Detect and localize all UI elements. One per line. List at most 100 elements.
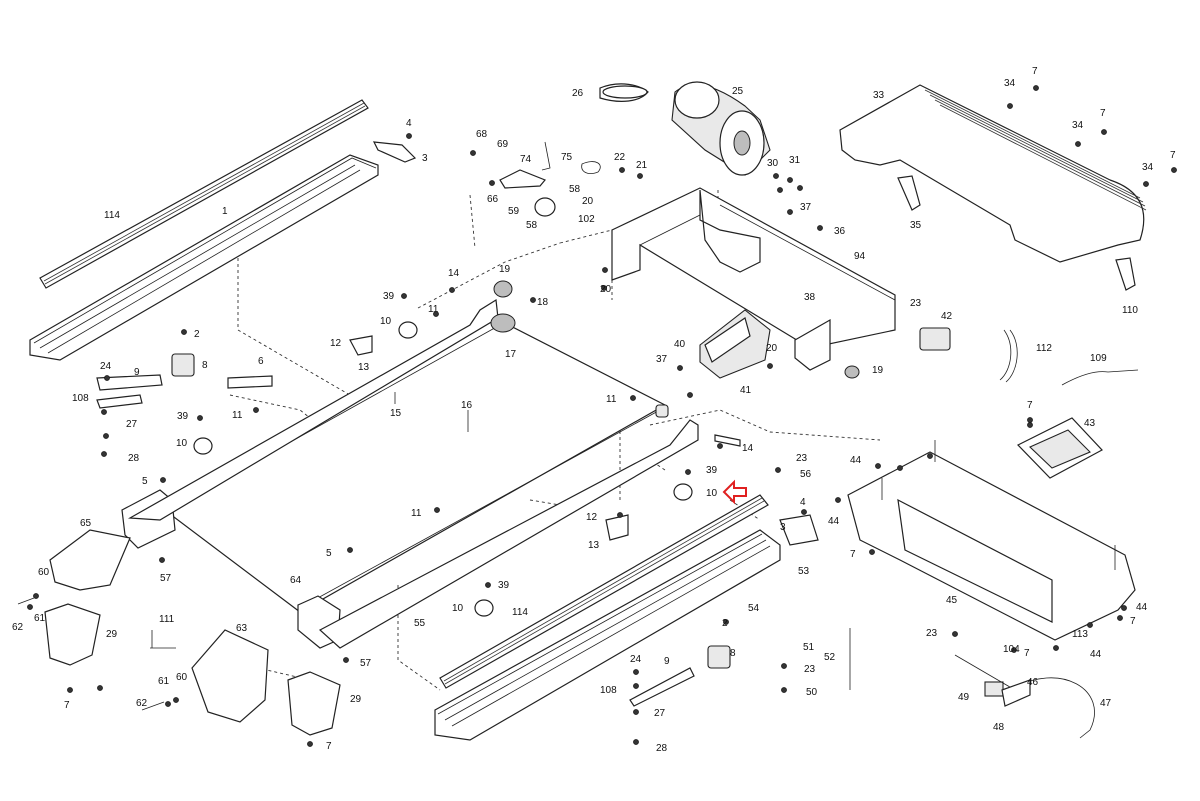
- callout-66: 66: [487, 194, 499, 205]
- screw: [530, 297, 536, 303]
- callout-34: 34: [1142, 162, 1154, 173]
- callout-16: 16: [461, 400, 473, 411]
- screw: [869, 549, 875, 555]
- screw: [1053, 645, 1059, 651]
- callout-7: 7: [1024, 648, 1030, 659]
- screw: [67, 687, 73, 693]
- screw: [619, 167, 625, 173]
- callout-27: 27: [654, 708, 666, 719]
- callout-10: 10: [452, 603, 464, 614]
- callout-11: 11: [606, 394, 617, 405]
- callout-17: 17: [505, 349, 517, 360]
- callout-47: 47: [1100, 698, 1112, 709]
- callout-110: 110: [1122, 305, 1138, 316]
- callout-7: 7: [1100, 108, 1106, 119]
- callout-42: 42: [941, 311, 953, 322]
- callout-19: 19: [872, 365, 884, 376]
- right-side-rail: [434, 529, 781, 741]
- screw: [633, 683, 639, 689]
- screw: [602, 267, 608, 273]
- screw: [817, 225, 823, 231]
- screw: [253, 407, 259, 413]
- callout-109: 109: [1090, 353, 1107, 364]
- callout-44: 44: [1136, 602, 1148, 613]
- screw: [1101, 129, 1107, 135]
- callout-13: 13: [358, 362, 370, 373]
- screw: [434, 507, 440, 513]
- frame: [121, 298, 699, 649]
- callout-12: 12: [330, 338, 342, 349]
- callout-40: 40: [674, 339, 686, 350]
- motor-assembly: [599, 81, 771, 176]
- label-6: [227, 375, 273, 389]
- callout-39: 39: [383, 291, 395, 302]
- screw: [630, 395, 636, 401]
- screw: [101, 409, 107, 415]
- callout-25: 25: [732, 86, 744, 97]
- callout-68: 68: [476, 129, 488, 140]
- screw: [835, 497, 841, 503]
- screw: [781, 663, 787, 669]
- left-side-rail: [29, 154, 379, 361]
- callout-62: 62: [12, 622, 24, 633]
- screw: [97, 685, 103, 691]
- callout-49: 49: [958, 692, 970, 703]
- right-rail-assembly: [434, 494, 819, 741]
- callout-33: 33: [873, 90, 885, 101]
- side-cover-29a: [44, 603, 101, 666]
- callout-39: 39: [177, 411, 189, 422]
- callout-27: 27: [126, 419, 138, 430]
- callout-39: 39: [498, 580, 510, 591]
- screw: [1087, 622, 1093, 628]
- left-rail-assembly: [29, 99, 417, 361]
- screw: [1011, 647, 1017, 653]
- callout-30: 30: [767, 158, 779, 169]
- callout-3: 3: [422, 153, 428, 164]
- screw: [723, 619, 729, 625]
- screw: [1027, 417, 1033, 423]
- callout-44: 44: [828, 516, 840, 527]
- screw: [489, 180, 495, 186]
- callout-7: 7: [1032, 66, 1038, 77]
- front-cover-63: [191, 629, 269, 723]
- screw: [685, 469, 691, 475]
- callout-13: 13: [588, 540, 600, 551]
- cords: [954, 329, 1139, 739]
- callout-18: 18: [537, 297, 549, 308]
- callout-54: 54: [748, 603, 760, 614]
- callout-7: 7: [1027, 400, 1033, 411]
- screw: [773, 173, 779, 179]
- callout-43: 43: [1084, 418, 1096, 429]
- callout-57: 57: [160, 573, 172, 584]
- callout-19: 19: [499, 264, 511, 275]
- callout-44: 44: [1090, 649, 1102, 660]
- callout-58: 58: [526, 220, 538, 231]
- screw: [470, 150, 476, 156]
- screw: [637, 173, 643, 179]
- callout-102: 102: [578, 214, 595, 225]
- screw: [1033, 85, 1039, 91]
- callout-24: 24: [100, 361, 112, 372]
- motor-hood: [839, 84, 1147, 291]
- screw: [449, 287, 455, 293]
- screw: [347, 547, 353, 553]
- screw: [27, 604, 33, 610]
- screw: [633, 669, 639, 675]
- callout-37: 37: [656, 354, 668, 365]
- screw: [1171, 167, 1177, 173]
- callout-74: 74: [520, 154, 532, 165]
- callout-2: 2: [194, 329, 200, 340]
- callout-14: 14: [742, 443, 754, 454]
- screw: [165, 701, 171, 707]
- screw: [797, 185, 803, 191]
- callout-114: 114: [512, 607, 528, 618]
- callout-7: 7: [1170, 150, 1176, 161]
- callout-7: 7: [1130, 616, 1136, 627]
- screw: [717, 443, 723, 449]
- motor-frame: [611, 187, 896, 371]
- callout-11: 11: [428, 304, 439, 315]
- callout-4: 4: [800, 497, 806, 508]
- callout-38: 38: [804, 292, 816, 303]
- screw: [687, 392, 693, 398]
